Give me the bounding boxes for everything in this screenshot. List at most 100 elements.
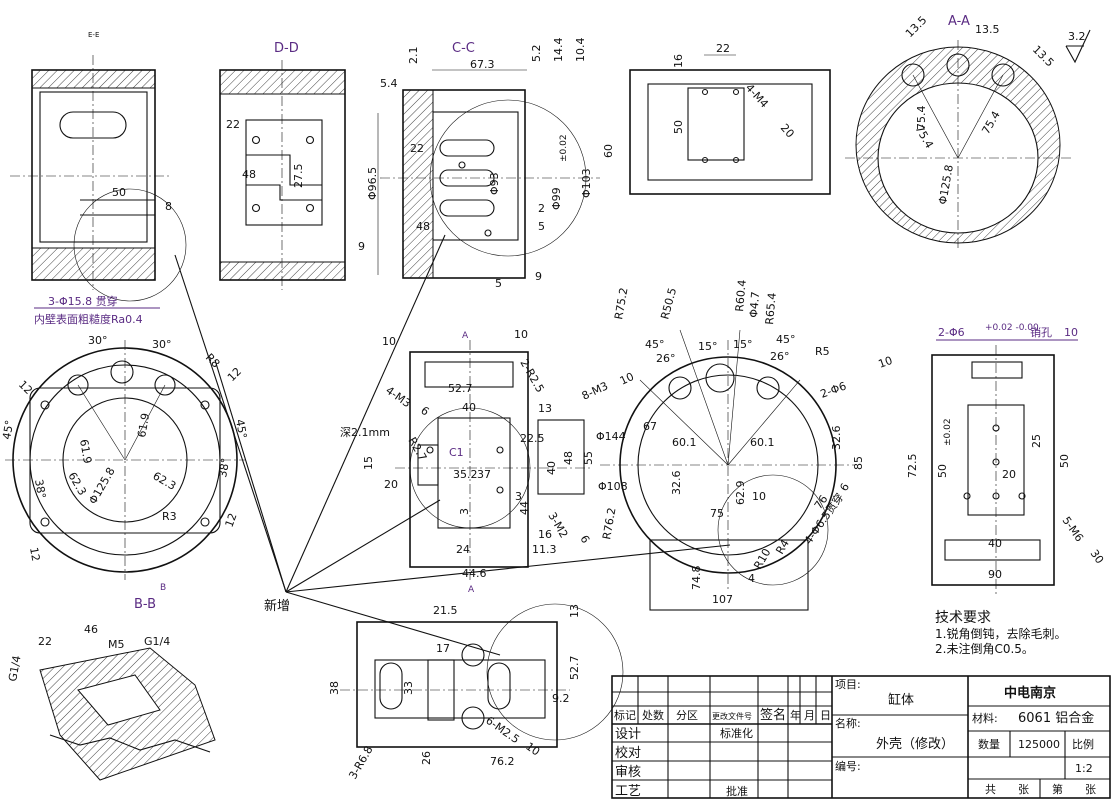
detail-circle-cc	[429, 99, 587, 257]
dim-front-60: 60	[602, 144, 615, 158]
dim-c1-45b: 45°	[233, 418, 249, 439]
section-title-cc: C-C	[452, 41, 475, 56]
view-ee: E-E 50 8	[10, 31, 187, 302]
title-block: 标记 处数 分区 更改文件号 签名 年 月 日 设计 校对 审核 工艺 标准化 …	[611, 675, 1111, 799]
dim-rv-90: 90	[988, 568, 1002, 581]
dim-cc-22: 22	[410, 142, 424, 155]
dim-cc-99-tol: ±0.02	[559, 134, 569, 162]
dim-rv-25: 25	[1030, 434, 1043, 448]
dim-c1-38b: 38°	[216, 457, 232, 478]
dim-m-44: 44	[518, 501, 531, 515]
tb-name-value: 外壳（修改）	[876, 737, 954, 752]
dim-r-m3: 8-M3	[580, 379, 610, 402]
tb-number-label: 编号:	[835, 759, 861, 773]
dim-m-3b: 3	[515, 490, 522, 503]
tb-project-label: 项目:	[835, 678, 861, 691]
dim-bt-38: 38	[328, 681, 341, 695]
dim-m-m2d: 6	[577, 533, 592, 546]
dim-m-m3d: 6	[418, 404, 431, 419]
dim-cc-144: 14.4	[552, 38, 565, 63]
dim-r-r5: R5	[815, 345, 830, 358]
dim-cc-48: 48	[416, 220, 430, 233]
dim-m-24: 24	[456, 543, 470, 556]
dim-m-40b: 40	[545, 461, 558, 475]
dim-c1-r8: R8	[203, 351, 223, 371]
dim-rv-725: 72.5	[906, 454, 919, 479]
dim-r-144: Φ144	[596, 430, 626, 443]
dim-r-15b: 15°	[733, 338, 753, 351]
dim-m-15: 15	[362, 456, 375, 470]
dim-m-13: 13	[538, 402, 552, 415]
tb-scale-label: 比例	[1072, 737, 1094, 751]
dim-cc-104: 10.4	[574, 38, 587, 63]
view-bb: B-B B 22 46 M5 G1/4 G1/4	[6, 583, 216, 781]
view-circle-left: 3-Φ15.8 贯穿 内壁表面粗糙度Ra0.4 30° 30° R8 12 45…	[0, 294, 249, 580]
technical-requirements: 技术要求 1.锐角倒钝，去除毛刺。 2.未注倒角C0.5。	[935, 610, 1066, 656]
roughness-symbol: 3.2	[1065, 29, 1091, 64]
dim-r-601b: 60.1	[750, 436, 775, 449]
new-leaders: 新增	[174, 234, 731, 656]
dim-bb-22: 22	[38, 635, 52, 648]
view-cc: C-C 2.1 67.3 5.2 14.4 10.4 5.4 22 Φ96.5 …	[366, 38, 600, 290]
dim-c1-45a: 45°	[0, 419, 16, 440]
dim-r-r604: R60.4	[733, 279, 749, 312]
dim-rv-pin: 2-Φ6	[938, 326, 965, 339]
dim-rv-m6d: 30	[1088, 547, 1107, 566]
tb-role-review: 审核	[615, 765, 641, 780]
dim-bb-m5: M5	[108, 638, 125, 651]
dim-m-37: 37	[477, 468, 491, 481]
tech-req-title: 技术要求	[935, 610, 991, 626]
tb-role-check: 校对	[615, 745, 641, 761]
dim-rv-m6: 5-M6	[1060, 514, 1086, 544]
dim-aa-754a: 75.4	[915, 106, 928, 131]
view-bottom: 21.5 17 13 38 33 52.7 9.2 6-M2.5 10 3-R6…	[328, 603, 624, 782]
dim-r-6b: 6	[837, 481, 852, 494]
dim-m-20: 20	[384, 478, 398, 491]
tb-name-label: 名称:	[835, 716, 861, 730]
dim-m-40: 40	[462, 401, 476, 414]
detail-circle-ee	[73, 188, 187, 302]
dim-r-r762: R76.2	[600, 507, 618, 541]
dim-r-75: 75	[710, 507, 724, 520]
dim-r-4: 4	[748, 572, 755, 585]
dim-m-55: 55	[582, 451, 595, 465]
dim-m-10a: 10	[382, 335, 396, 348]
tb-scale-value: 1:2	[1075, 762, 1093, 775]
tb-header-count: 处数	[642, 709, 664, 722]
view-circle-right: R75.2 R50.5 R60.4 Φ4.7 R65.4 45° 26° 15°…	[580, 279, 894, 611]
dim-aa-135a: 13.5	[903, 14, 930, 41]
dim-m-527: 52.7	[448, 382, 473, 395]
dim-front-16: 16	[672, 54, 685, 68]
dim-cc-93: Φ93	[488, 172, 501, 195]
dim-front-m4d: 20	[778, 121, 797, 140]
dim-bt-527: 52.7	[568, 656, 581, 681]
dim-cc-5: 5	[538, 220, 545, 233]
detail-circle-bottom	[486, 603, 624, 741]
dim-bt-m25d: 10	[523, 740, 542, 759]
dim-bt-26: 26	[420, 751, 433, 765]
view-front-top: 22 16 50 60 4-M4 20	[602, 42, 831, 195]
dim-bt-m25: 6-M2.5	[483, 714, 522, 746]
dim-rv-pind: 10	[1064, 326, 1078, 339]
view-middle: A A 10 10 2-R2.5 52.7 40 13 4-M3 6 深2.1m…	[340, 328, 595, 595]
dim-r-m3d: 10	[618, 370, 636, 388]
tb-material-label: 材料:	[972, 711, 998, 725]
section-title-ee: E-E	[88, 31, 99, 39]
dim-r-r752: R75.2	[612, 287, 630, 321]
note-roughness: 内壁表面粗糙度Ra0.4	[34, 312, 143, 326]
dim-rv-pinname: 销孔	[1030, 325, 1052, 339]
section-marker-a1: A	[462, 331, 469, 341]
dim-r-748: 74.8	[690, 566, 703, 591]
dim-dd-275: 27.5	[292, 164, 305, 189]
dim-dd-22: 22	[226, 118, 240, 131]
dim-r-15a: 15°	[698, 340, 718, 353]
section-marker-a2: A	[468, 585, 475, 595]
dim-rv-50a: 50	[936, 464, 949, 478]
dim-front-m4: 4-M4	[743, 81, 771, 110]
tb-quantity-label: 数量	[978, 738, 1000, 751]
dim-bt-r68: 3-R6.8	[346, 744, 375, 782]
dim-r-10: 10	[752, 490, 766, 503]
dim-r-326a: 32.6	[670, 471, 683, 496]
tb-header-month: 月	[804, 709, 815, 722]
